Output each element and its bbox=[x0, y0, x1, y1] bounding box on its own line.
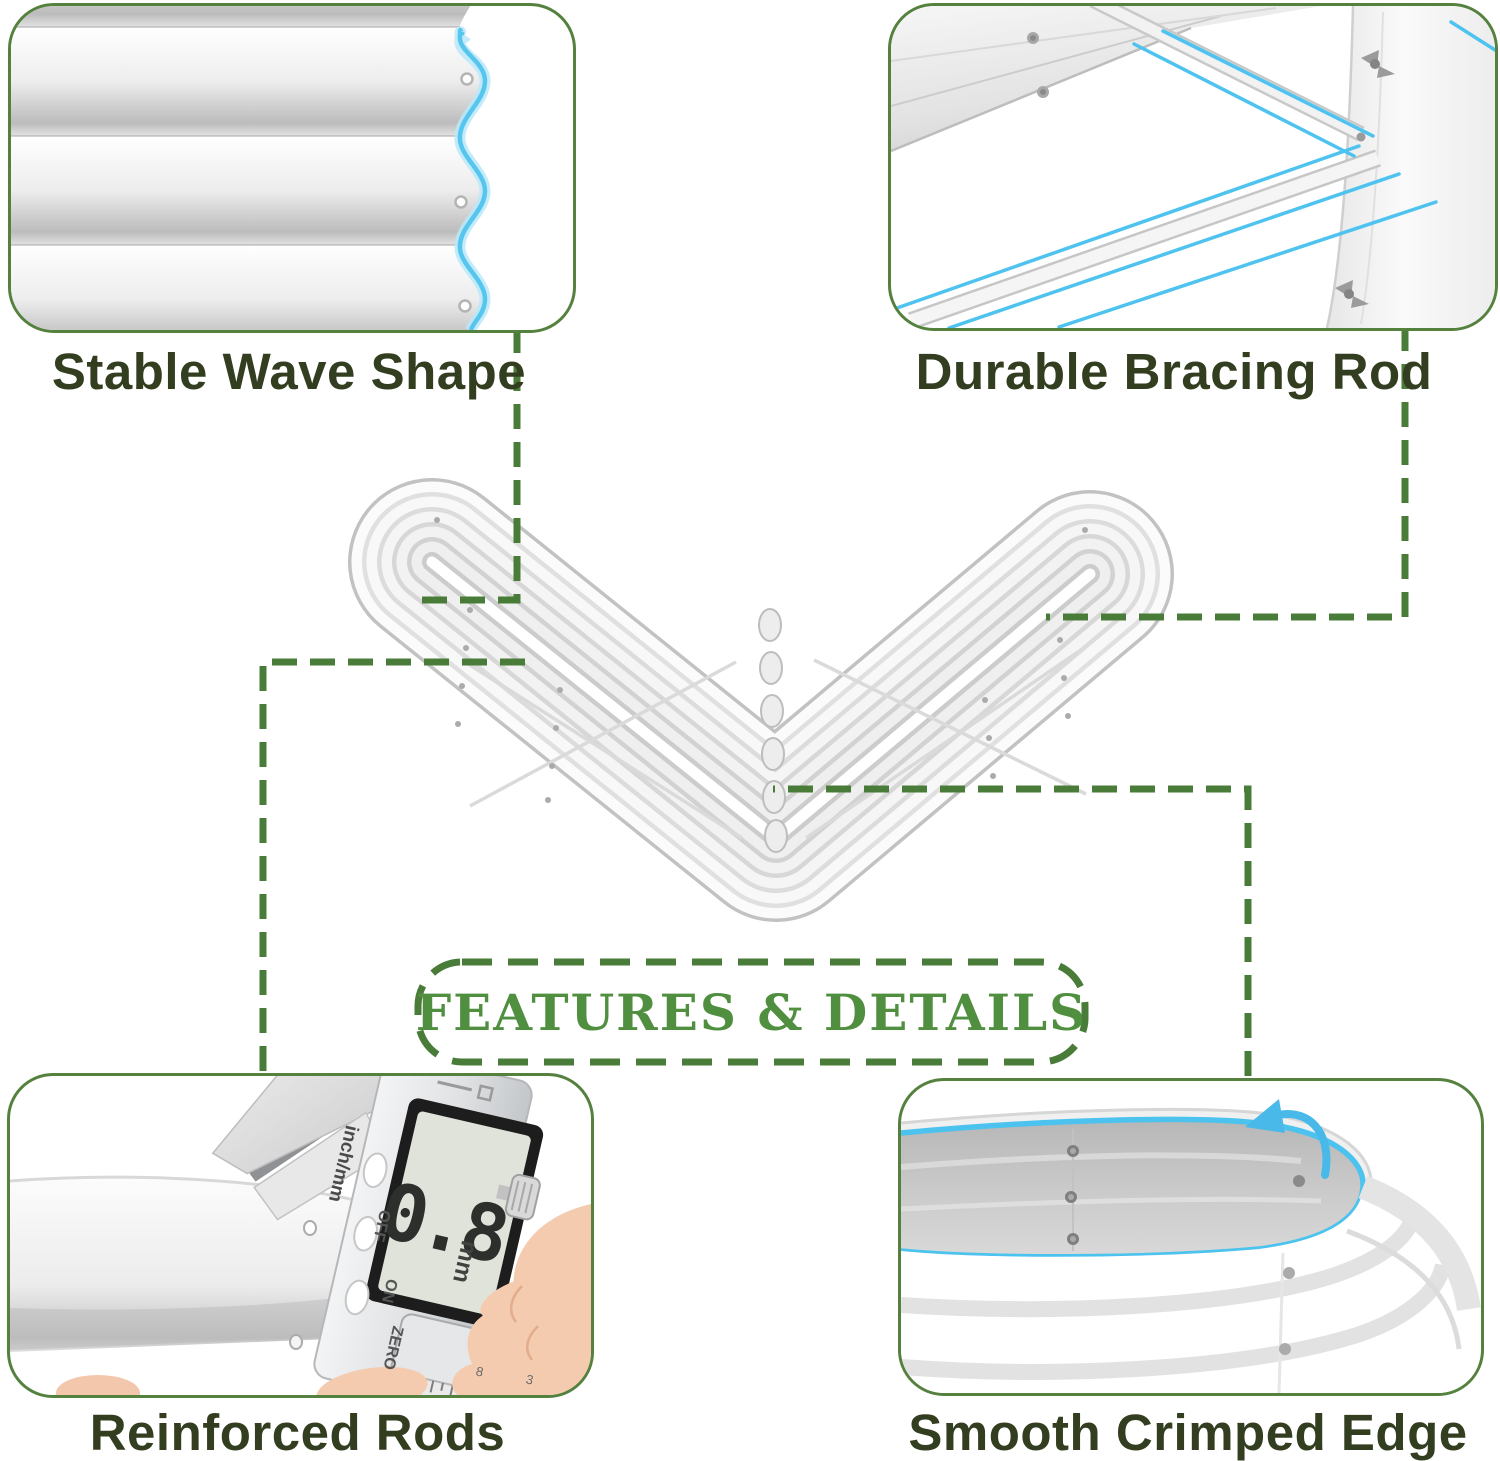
corrugated-panel-closeup bbox=[11, 6, 491, 330]
features-details-badge: FEATURES & DETAILS bbox=[413, 957, 1090, 1067]
raised-bed-illustration bbox=[348, 478, 1174, 922]
bed-screws bbox=[434, 517, 1088, 803]
wingnut-bolt bbox=[1335, 50, 1395, 308]
badge-title: FEATURES & DETAILS bbox=[415, 982, 1088, 1042]
label-stable-wave-shape: Stable Wave Shape bbox=[51, 343, 527, 400]
bracing-rod-closeup bbox=[891, 6, 1495, 328]
crimped-edge-closeup bbox=[901, 1099, 1481, 1393]
hand bbox=[56, 1204, 591, 1395]
photo-durable-bracing-rod bbox=[888, 3, 1498, 331]
corner-seam bbox=[758, 608, 788, 853]
photo-stable-wave-shape bbox=[8, 3, 576, 333]
photo-reinforced-rods: 0.8 mm inch/mm OFF ON ZERO 8 3 bbox=[7, 1073, 594, 1398]
bracing-rods bbox=[461, 650, 1087, 840]
caliper-measuring-closeup bbox=[10, 1076, 591, 1395]
crimped-edge-highlight bbox=[901, 1116, 1366, 1260]
panel-screw-holes bbox=[454, 72, 474, 313]
wave-edge-highlight bbox=[454, 26, 491, 330]
rim-screws bbox=[1065, 1145, 1305, 1355]
rod-highlight-lines bbox=[895, 20, 1495, 328]
photo-smooth-crimped-edge bbox=[898, 1078, 1484, 1396]
label-durable-bracing-rod: Durable Bracing Rod bbox=[915, 343, 1433, 400]
label-smooth-crimped-edge: Smooth Crimped Edge bbox=[908, 1404, 1468, 1461]
blue-arrow-icon bbox=[1245, 1099, 1331, 1179]
label-reinforced-rods: Reinforced Rods bbox=[89, 1404, 506, 1461]
